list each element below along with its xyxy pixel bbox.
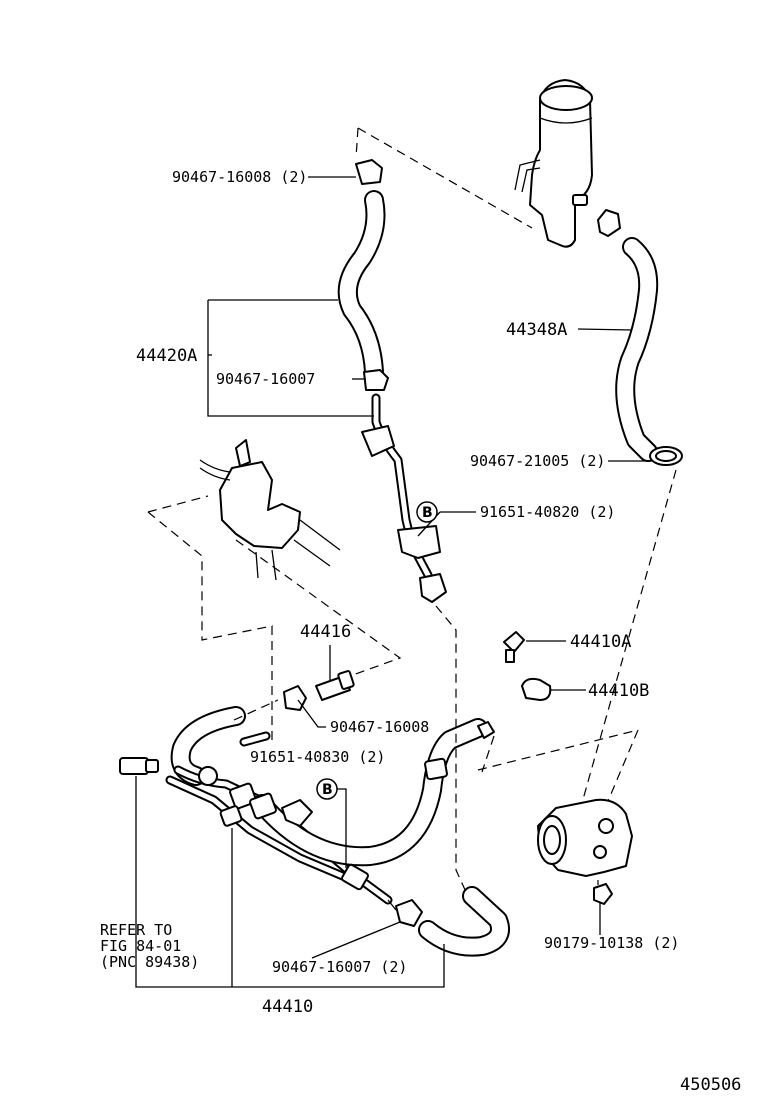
label-figure-number: 450506 (680, 1075, 741, 1095)
label-bolt-b-lower: 91651-40830 (2) (250, 748, 385, 766)
reservoir-tank-illustration (514, 79, 593, 248)
reservoir-return-hose (615, 237, 659, 462)
suction-pipe-with-bracket (361, 393, 447, 603)
power-steering-pump-illustration (537, 798, 633, 877)
upper-suction-hose (337, 190, 386, 382)
dashed-connection-lines (233, 127, 677, 900)
gear-reference-dashed-plane (147, 495, 402, 740)
label-hose-group: 44420A (136, 346, 197, 366)
label-pump-nut: 90179-10138 (2) (544, 934, 679, 952)
label-refer-line3: (PNC 89438) (100, 953, 199, 971)
bottom-clamp-part (395, 899, 423, 927)
label-clamp-mid: 90467-16007 (216, 370, 315, 388)
label-switch: 44416 (300, 622, 351, 642)
label-clamp-reservoir: 90467-21005 (2) (470, 452, 605, 470)
label-bolt-b-upper: 91651-40820 (2) (480, 503, 615, 521)
label-clamp-bottom: 90467-16007 (2) (272, 958, 407, 976)
union-a-part (503, 631, 525, 663)
label-clamp-lower-single: 90467-16008 (330, 718, 429, 736)
label-refer-line1: REFER TO (100, 921, 172, 939)
reservoir-hose-clamp-part (649, 446, 683, 466)
pressure-switch-part (315, 670, 355, 701)
label-clamp-top: 90467-16008 (2) (172, 168, 307, 186)
callout-b-lower-text: B (322, 782, 333, 798)
label-reservoir-hose: 44348A (506, 320, 567, 340)
upper-clamp-part (355, 159, 383, 185)
lower-return-hose (418, 886, 510, 957)
callout-b-upper: B (416, 501, 438, 523)
leader-lines (135, 176, 652, 988)
callout-b-upper-text: B (422, 505, 433, 521)
label-pressure-tube: 44410 (262, 997, 313, 1017)
union-b-part (521, 677, 552, 701)
pressure-tube-assembly (165, 706, 495, 911)
pump-nut-part (593, 883, 613, 905)
mid-clamp-part (363, 369, 389, 391)
label-refer-line2: FIG 84-01 (100, 937, 181, 955)
steering-gear-housing-illustration (199, 439, 341, 581)
callout-b-lower: B (316, 778, 338, 800)
label-union-a: 44410A (570, 632, 631, 652)
referenced-fitting-part (119, 757, 159, 775)
reservoir-clamp-part (597, 209, 621, 237)
label-union-b: 44410B (588, 681, 649, 701)
